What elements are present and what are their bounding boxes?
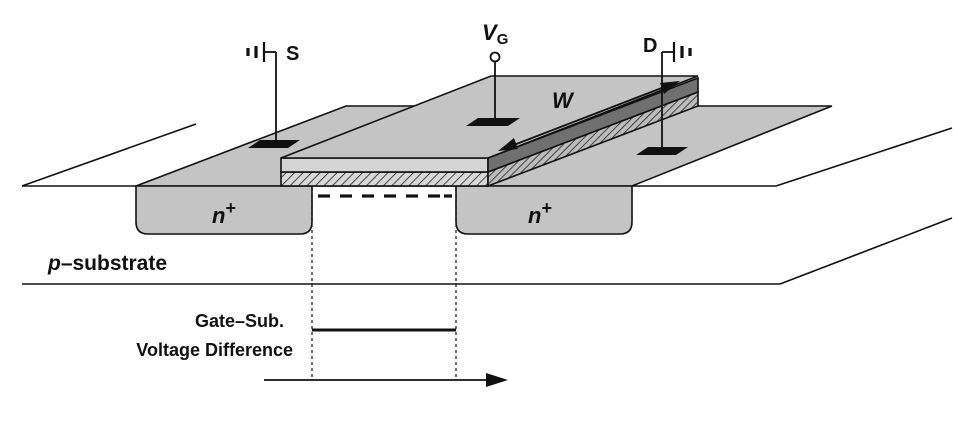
caption-line-1: Gate–Sub. (195, 311, 284, 331)
gate-oxide-front (280, 171, 489, 187)
substrate-text: –substrate (61, 252, 167, 275)
n-right-letter: n (528, 203, 541, 228)
width-label: W (552, 88, 575, 113)
gate-contact (466, 118, 520, 126)
gate-top (280, 75, 699, 159)
n-plus-right-label: n+ (528, 198, 552, 228)
gate-front (280, 157, 489, 173)
caption-line-2: Voltage Difference (136, 340, 293, 360)
position-axis-arrow (264, 373, 508, 387)
source-terminal (246, 42, 277, 140)
p-letter: p (47, 252, 61, 275)
drain-contact (636, 147, 688, 155)
source-contact (248, 140, 300, 148)
projection-lines (311, 188, 457, 380)
drain-terminal (661, 42, 692, 147)
drain-label: D (643, 35, 657, 57)
gate-terminal (489, 51, 501, 118)
n-right-sup: + (541, 198, 552, 218)
gate-voltage-subscript: G (497, 31, 509, 48)
gate-voltage-label: VG (482, 20, 508, 48)
n-plus-drain-region (455, 185, 633, 235)
source-label: S (286, 43, 299, 65)
n-left-letter: n (212, 203, 225, 228)
gate-voltage-symbol: V (482, 20, 499, 45)
width-arrow (498, 81, 680, 151)
gate-side (487, 76, 699, 174)
p-substrate-label: p–substrate (47, 252, 167, 275)
n-plus-left-label: n+ (212, 198, 236, 228)
n-left-sup: + (225, 198, 236, 218)
substrate-outline (21, 123, 953, 285)
